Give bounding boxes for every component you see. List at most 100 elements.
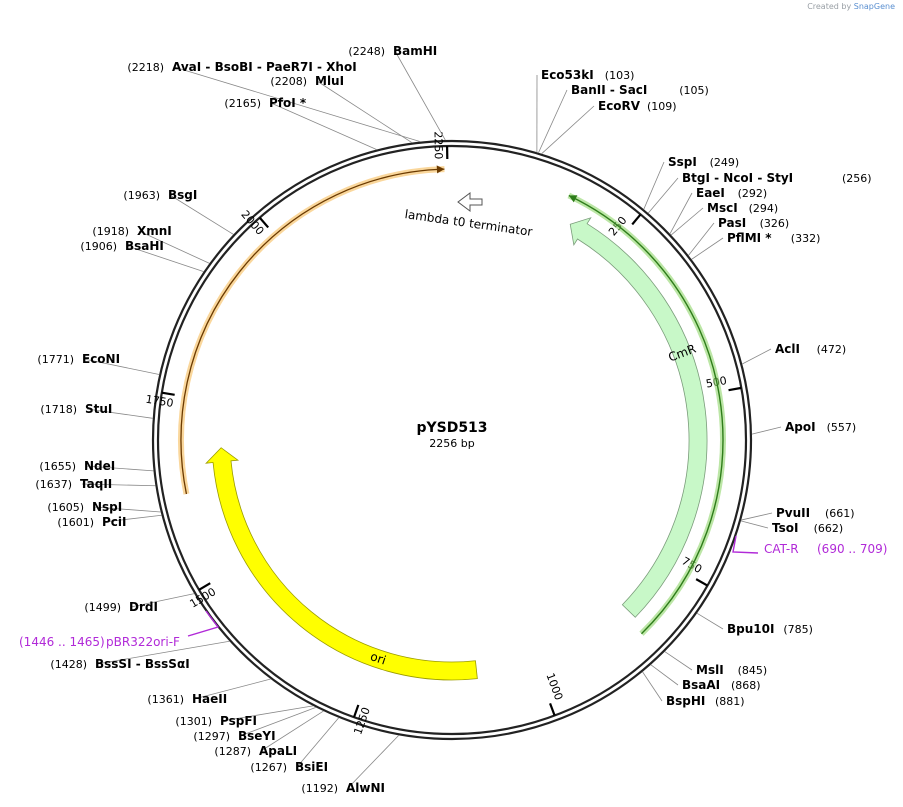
site-leader-line (221, 705, 314, 722)
site-leader-line (670, 207, 704, 236)
plasmid-length: 2256 bp (429, 437, 474, 450)
site-position: (1605) (47, 501, 84, 514)
site-position: (105) (679, 84, 709, 97)
site-position: (1267) (250, 761, 287, 774)
site-leader-line (96, 640, 230, 665)
site-leader-line (664, 651, 693, 671)
site-leader-line (538, 89, 568, 153)
scale-tick (161, 391, 175, 396)
primer-pbr322ori-f-mark (187, 610, 220, 637)
site-name: TaqII (80, 477, 112, 491)
site-name: AclI (775, 342, 800, 356)
site-name: StuI (85, 402, 112, 416)
site-leader-line (86, 408, 153, 419)
site-position: (472) (817, 343, 847, 356)
site-leader-line (669, 192, 693, 235)
site-name: BsaHI (125, 239, 164, 253)
site-name: Eco53kI (541, 68, 594, 82)
site-leader-line (643, 161, 665, 210)
site-leader-line (751, 426, 782, 435)
site-position: (292) (738, 187, 768, 200)
credit-brand: SnapGene (853, 2, 895, 11)
ori-feature-label: ori (369, 649, 388, 667)
orange-feature-arc (180, 168, 445, 495)
site-name: BsiEI (295, 760, 328, 774)
site-name: ApoI (785, 420, 816, 434)
scale-tick (631, 213, 642, 226)
site-leader-line (260, 710, 324, 752)
site-leader-line (741, 512, 773, 521)
backbone (151, 139, 753, 741)
site-name: NdeI (84, 459, 115, 473)
site-position: (845) (738, 664, 768, 677)
green-feature-head (568, 195, 578, 203)
ori-feature (205, 447, 478, 681)
site-name: PfoI * (269, 96, 307, 110)
site-position: (661) (825, 507, 855, 520)
site-leader-line (85, 465, 154, 472)
site-position: (662) (814, 522, 844, 535)
scale-tick-label: 1250 (351, 706, 373, 737)
site-position: (249) (710, 156, 740, 169)
site-position: (1601) (57, 516, 94, 529)
site-name: ApaLI (259, 744, 297, 758)
site-position: (1499) (84, 601, 121, 614)
site-name: MscI (707, 201, 738, 215)
site-position: (1287) (214, 745, 251, 758)
scale-tick-label: 1750 (145, 393, 175, 410)
site-name: BtgI - NcoI - StyI (682, 171, 793, 185)
site-leader-line (130, 593, 195, 608)
site-name: XmnI (137, 224, 172, 238)
site-position: (1918) (92, 225, 129, 238)
site-name: Bpu10I (727, 622, 774, 636)
site-leader-line (270, 102, 377, 150)
backbone-outer-ring (151, 139, 753, 741)
scale-tick (352, 704, 360, 718)
site-name: BssSI - BssSαI (95, 657, 190, 671)
site-leader-line (296, 717, 340, 768)
site-leader-line (239, 707, 317, 737)
site-name: EaeI (696, 186, 725, 200)
site-position: (881) (715, 695, 745, 708)
site-leader-line (138, 230, 210, 264)
site-name: BamHI (393, 44, 437, 58)
site-position: (785) (783, 623, 813, 636)
primer-range: (1446 .. 1465) (19, 635, 105, 649)
site-leader-line (81, 483, 156, 487)
site-position: (1301) (175, 715, 212, 728)
site-name: BsaAI (682, 678, 720, 692)
site-position: (109) (647, 100, 677, 113)
site-leader-line (126, 245, 204, 272)
site-position: (1655) (39, 460, 76, 473)
green-feature-arc (568, 194, 724, 635)
site-name: AvaI - BsoBI - PaeR7I - XhoI (172, 60, 357, 74)
site-name: BseYI (238, 729, 276, 743)
site-leader-line (740, 520, 769, 529)
site-position: (2165) (224, 97, 261, 110)
site-position: (1297) (193, 730, 230, 743)
site-leader-line (696, 612, 724, 630)
site-position: (1963) (123, 189, 160, 202)
site-leader-line (173, 66, 421, 143)
site-name: EcoNI (82, 352, 120, 366)
plasmid-name: pYSD513 (416, 420, 487, 436)
snapgene-credit: Created by SnapGene (807, 2, 895, 11)
site-name: NspI (92, 500, 122, 514)
site-name: PspFI (220, 714, 257, 728)
scale-tick (728, 386, 742, 392)
site-leader-line (688, 222, 715, 256)
orange-feature-head (436, 165, 445, 174)
site-position: (294) (749, 202, 779, 215)
site-name: MslI (696, 663, 724, 677)
site-leader-line (83, 358, 160, 375)
primer-range: (690 .. 709) (817, 542, 887, 556)
site-position: (1771) (37, 353, 74, 366)
site-position: (2218) (127, 61, 164, 74)
credit-prefix: Created by (807, 2, 852, 11)
terminator-label: lambda t0 terminator (404, 207, 533, 239)
site-name: BanII - SacI (571, 83, 647, 97)
restriction-sites: BamHI(2248)AvaI - BsoBI - PaeR7I - XhoI(… (35, 44, 871, 795)
site-name: TsoI (772, 521, 798, 535)
site-position: (1637) (35, 478, 72, 491)
